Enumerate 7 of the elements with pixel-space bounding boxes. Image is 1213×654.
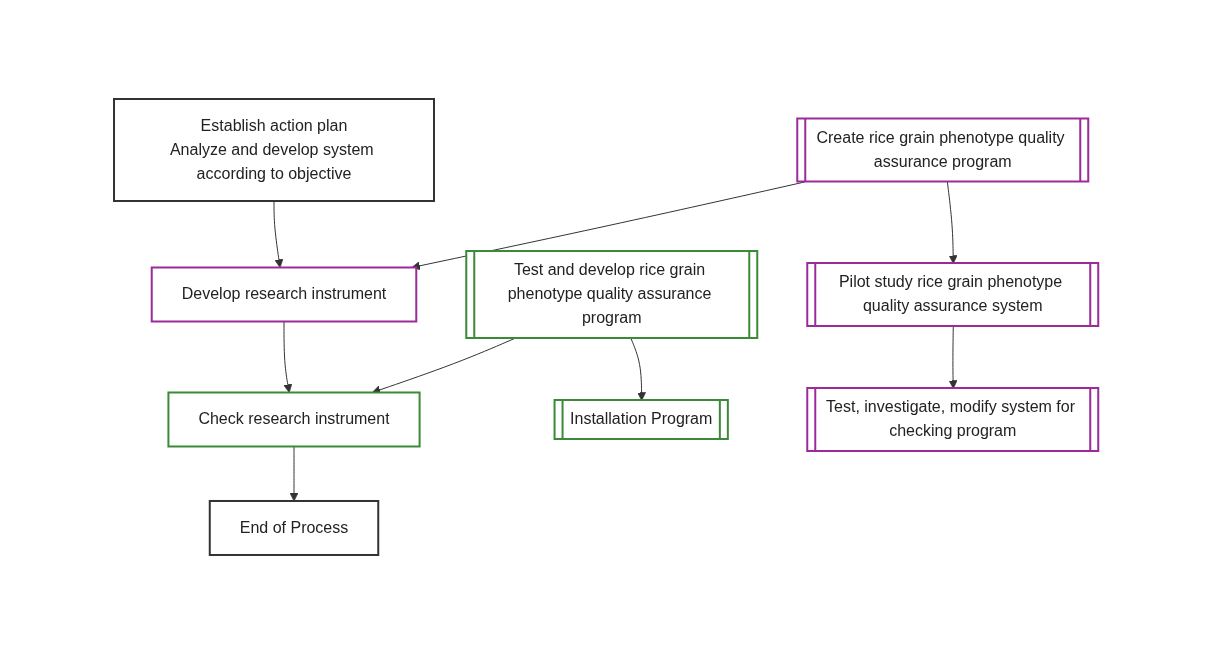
node-box: End of Process [209, 500, 380, 556]
node-box: Develop research instrument [151, 266, 418, 323]
node-box: Establish action plan Analyze and develop system according to objective [113, 98, 436, 202]
arrow [273, 200, 284, 268]
arrow [289, 446, 299, 502]
arrow [283, 321, 293, 393]
node-box: Check research instrument [167, 391, 421, 448]
